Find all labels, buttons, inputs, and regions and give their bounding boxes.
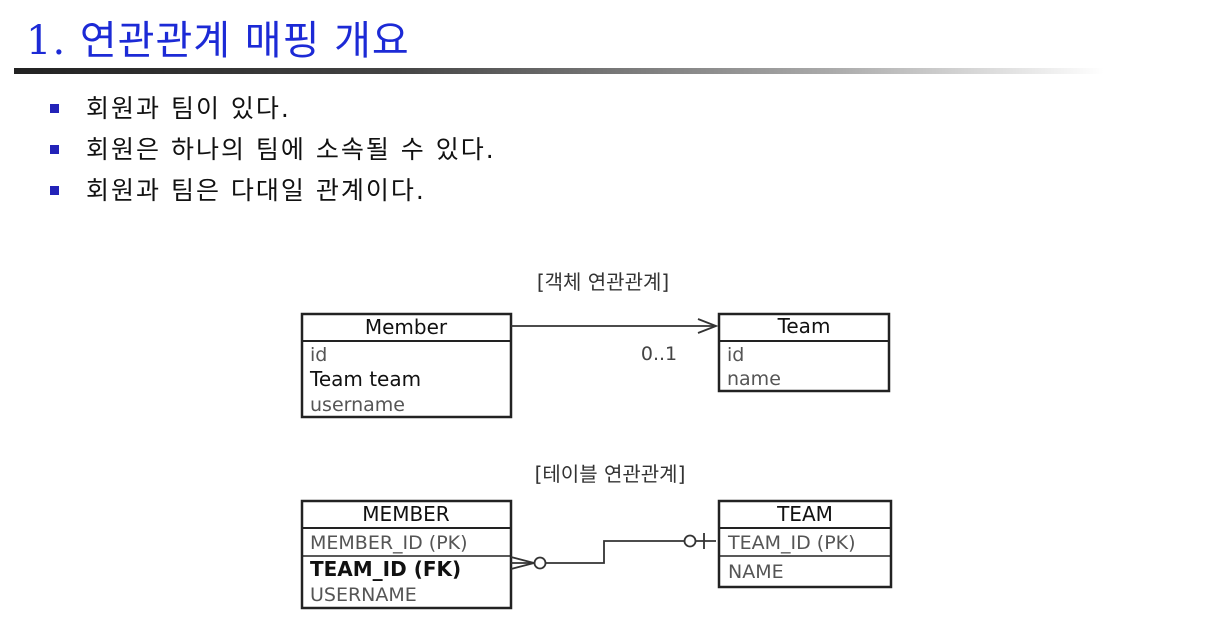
member-column: MEMBER_ID (PK): [310, 532, 468, 554]
bullet-item: 회원은 하나의 팀에 소속될 수 있다.: [48, 129, 496, 170]
member-field: id: [310, 344, 327, 366]
team-field: name: [727, 368, 781, 390]
bullet-list: 회원과 팀이 있다. 회원은 하나의 팀에 소속될 수 있다. 회원과 팀은 다…: [48, 88, 496, 211]
team-column: TEAM_ID (PK): [727, 532, 856, 554]
team-class-name: Team: [777, 314, 831, 338]
member-class-box: Member id Team team username: [300, 312, 513, 419]
bullet-item: 회원과 팀이 있다.: [48, 88, 496, 129]
member-table-box: MEMBER MEMBER_ID (PK) TEAM_ID (FK) USERN…: [300, 499, 513, 610]
object-diagram-heading: [객체 연관관계]: [537, 270, 669, 294]
bullet-text: 회원과 팀이 있다.: [86, 94, 291, 123]
team-table-box: TEAM TEAM_ID (PK) NAME: [717, 499, 893, 589]
team-column: NAME: [728, 561, 784, 583]
member-table-name: MEMBER: [362, 502, 450, 526]
bullet-square-icon: [50, 186, 59, 195]
team-table-name: TEAM: [776, 502, 833, 526]
relationship-connector: [510, 533, 716, 570]
bullet-text: 회원은 하나의 팀에 소속될 수 있다.: [86, 135, 496, 164]
member-column: USERNAME: [310, 584, 417, 606]
title-underline: [14, 68, 1104, 74]
member-field: Team team: [309, 367, 421, 391]
bullet-text: 회원과 팀은 다대일 관계이다.: [86, 176, 426, 205]
member-class-name: Member: [365, 315, 448, 339]
multiplicity-label: 0..1: [641, 343, 677, 365]
member-field: username: [310, 394, 405, 416]
table-diagram-heading: [테이블 연관관계]: [535, 462, 686, 486]
member-column: TEAM_ID (FK): [310, 557, 461, 581]
team-field: id: [727, 344, 744, 366]
team-class-box: Team id name: [717, 312, 891, 393]
slide-title: 1. 연관관계 매핑 개요: [26, 18, 410, 64]
bullet-square-icon: [50, 145, 59, 154]
bullet-square-icon: [50, 104, 59, 113]
bullet-item: 회원과 팀은 다대일 관계이다.: [48, 170, 496, 211]
arrow-head-icon: [697, 318, 719, 334]
